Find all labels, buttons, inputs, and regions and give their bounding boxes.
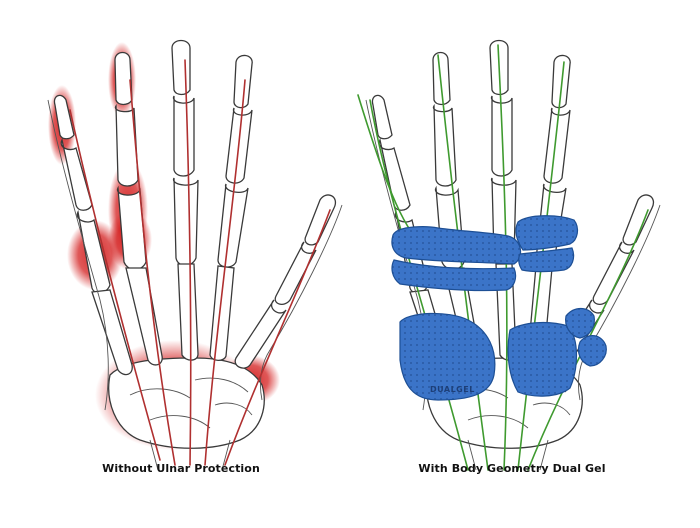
gel-pad-icon xyxy=(507,321,578,397)
gel-pad-icon xyxy=(515,215,579,251)
left-hand-illustration xyxy=(47,39,343,471)
right-hand-illustration: DUALGEL xyxy=(357,39,661,471)
gel-pad-icon xyxy=(391,259,517,292)
gel-pad-icon xyxy=(518,247,575,273)
gel-pad-icon xyxy=(577,335,607,367)
pad-logo: DUALGEL xyxy=(430,385,475,394)
hand-skeleton-icon xyxy=(47,39,343,471)
gel-pads: DUALGEL xyxy=(391,215,607,401)
gel-pad-icon xyxy=(399,312,496,401)
caption-without-protection: Without Ulnar Protection xyxy=(102,462,260,475)
caption-with-dual-gel: With Body Geometry Dual Gel xyxy=(418,462,606,475)
gel-pad-icon xyxy=(565,307,595,339)
tendons-left xyxy=(69,59,331,466)
